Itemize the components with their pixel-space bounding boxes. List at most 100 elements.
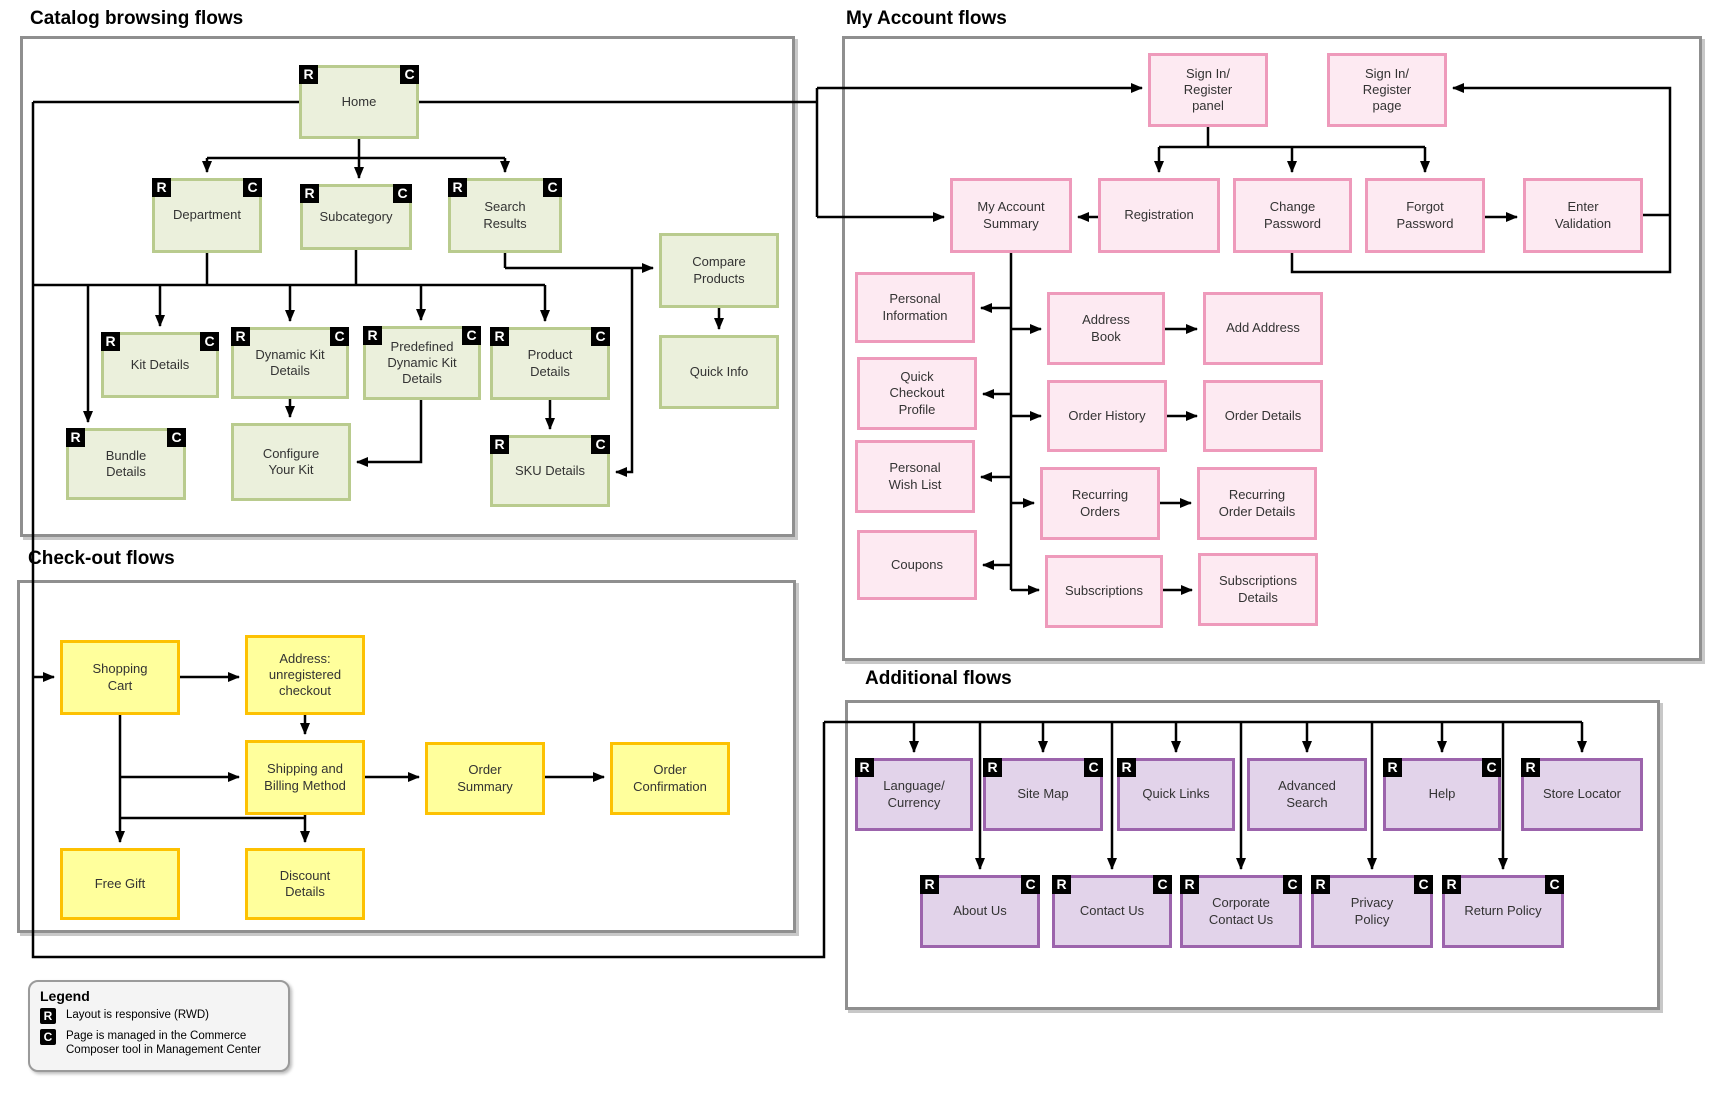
node-label: Personal Information <box>882 291 948 323</box>
node-label: Sign In/ Register panel <box>1183 65 1233 114</box>
node-label: Order History <box>1068 407 1146 423</box>
node-label: Advanced Search <box>1278 778 1336 810</box>
responsive-badge-icon: R <box>983 758 1002 777</box>
section-title-catalog: Catalog browsing flows <box>30 8 244 29</box>
section-title-checkout: Check-out flows <box>28 548 175 569</box>
node-shopping-cart: Shopping Cart <box>60 640 180 715</box>
composer-badge-icon: C <box>1482 758 1501 777</box>
composer-badge-icon: C <box>1283 875 1302 894</box>
responsive-badge-icon: R <box>40 1008 56 1024</box>
node-my-account-summary: My Account Summary <box>950 178 1072 253</box>
section-title-myaccount: My Account flows <box>846 8 1007 29</box>
node-label: Language/ Currency <box>883 778 945 810</box>
node-change-password: Change Password <box>1233 178 1352 253</box>
connector <box>1290 83 1672 274</box>
section-myaccount <box>842 36 1702 661</box>
node-label: Order Summary <box>457 762 513 794</box>
node-label: About Us <box>953 903 1007 919</box>
node-label: Order Confirmation <box>633 762 707 794</box>
legend-item-text: Layout is responsive (RWD) <box>66 1009 209 1021</box>
node-compare-products: Compare Products <box>659 233 779 308</box>
responsive-badge-icon: R <box>855 758 874 777</box>
connector <box>356 400 423 467</box>
node-enter-validation: Enter Validation <box>1523 178 1643 253</box>
connector <box>31 102 826 959</box>
node-label: Quick Links <box>1142 786 1210 802</box>
node-label: Forgot Password <box>1396 199 1454 231</box>
node-label: Registration <box>1124 207 1194 223</box>
section-checkout <box>17 580 796 933</box>
node-signin-register-page: Sign In/ Register page <box>1327 53 1447 127</box>
node-label: Quick Checkout Profile <box>889 369 945 417</box>
node-registration: Registration <box>1098 178 1220 253</box>
node-kit-details: R C Kit Details <box>101 332 219 398</box>
section-catalog <box>20 36 795 537</box>
node-label: Kit Details <box>130 356 190 372</box>
node-label: Address: unregistered checkout <box>268 650 342 699</box>
node-label: Privacy Policy <box>1350 895 1394 927</box>
node-discount-details: Discount Details <box>245 848 365 920</box>
responsive-badge-icon: R <box>101 332 120 351</box>
node-label: Subscriptions <box>1064 583 1144 599</box>
node-recurring-order-details: Recurring Order Details <box>1197 467 1317 540</box>
node-label: Personal Wish List <box>888 460 942 492</box>
node-label: Sign In/ Register page <box>1362 65 1412 114</box>
node-product-details: R C Product Details <box>490 327 610 400</box>
node-label: Department <box>173 207 241 223</box>
composer-badge-icon: C <box>591 327 610 346</box>
node-label: Configure Your Kit <box>262 445 320 477</box>
node-language-currency: R Language/ Currency <box>855 758 973 831</box>
node-label: Recurring Order Details <box>1218 487 1296 519</box>
node-label: Site Map <box>1017 786 1069 802</box>
responsive-badge-icon: R <box>363 326 382 345</box>
section-title-additional: Additional flows <box>865 668 1012 689</box>
node-order-summary: Order Summary <box>425 742 545 815</box>
node-personal-wish-list: Personal Wish List <box>855 440 975 513</box>
legend-item-responsive: R Layout is responsive (RWD) <box>40 1008 278 1024</box>
node-label: Address Book <box>1082 312 1130 344</box>
node-label: Help <box>1428 786 1456 802</box>
node-recurring-orders: Recurring Orders <box>1040 467 1160 540</box>
composer-badge-icon: C <box>543 178 562 197</box>
node-address-unregistered-checkout: Address: unregistered checkout <box>245 635 365 715</box>
node-label: My Account Summary <box>977 199 1045 231</box>
composer-badge-icon: C <box>1545 875 1564 894</box>
node-help: R C Help <box>1383 758 1501 831</box>
node-privacy-policy: R C Privacy Policy <box>1311 875 1433 948</box>
responsive-badge-icon: R <box>1442 875 1461 894</box>
node-label: Discount Details <box>279 867 331 899</box>
responsive-badge-icon: R <box>300 184 319 203</box>
node-quick-checkout-profile: Quick Checkout Profile <box>857 357 977 430</box>
node-quick-info: Quick Info <box>659 335 779 409</box>
composer-badge-icon: C <box>1414 875 1433 894</box>
responsive-badge-icon: R <box>1117 758 1136 777</box>
connector <box>615 268 634 477</box>
composer-badge-icon: C <box>200 332 219 351</box>
node-label: Enter Validation <box>1554 199 1612 231</box>
node-free-gift: Free Gift <box>60 848 180 920</box>
node-label: Return Policy <box>1464 903 1542 919</box>
responsive-badge-icon: R <box>1311 875 1330 894</box>
node-forgot-password: Forgot Password <box>1365 178 1485 253</box>
composer-badge-icon: C <box>1153 875 1172 894</box>
responsive-badge-icon: R <box>152 178 171 197</box>
node-label: Search Results <box>483 199 527 231</box>
responsive-badge-icon: R <box>1180 875 1199 894</box>
responsive-badge-icon: R <box>1383 758 1402 777</box>
node-label: Product Details <box>527 347 573 379</box>
responsive-badge-icon: R <box>231 327 250 346</box>
legend: Legend R Layout is responsive (RWD) C Pa… <box>28 980 290 1072</box>
responsive-badge-icon: R <box>490 327 509 346</box>
node-label: Subscriptions Details <box>1218 573 1298 605</box>
node-label: Dynamic Kit Details <box>255 346 325 378</box>
responsive-badge-icon: R <box>920 875 939 894</box>
node-subscriptions-details: Subscriptions Details <box>1198 553 1318 626</box>
node-label: Subcategory <box>319 208 393 224</box>
